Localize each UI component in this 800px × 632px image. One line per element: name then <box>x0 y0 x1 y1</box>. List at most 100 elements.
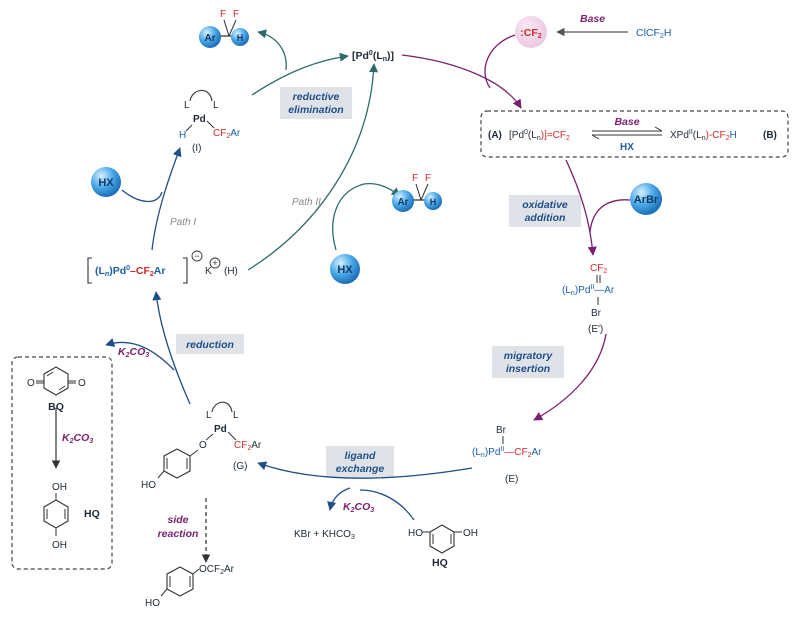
arcf2h-product-mid: F F Ar H <box>392 173 442 212</box>
eq-hx-label: HX <box>620 142 634 153</box>
arrow-cf2-join <box>484 34 516 89</box>
step-migratory-insertion-line1: migratory <box>504 350 554 362</box>
G-label: (G) <box>233 461 247 472</box>
h-label-mid: H <box>430 197 437 207</box>
step-migratory-insertion-line2: insertion <box>506 363 550 375</box>
I-ligand-right: L <box>213 100 219 111</box>
hq-side-oh-top: OH <box>52 482 67 493</box>
G-ligand-left: L <box>206 410 212 421</box>
hq-side-label: HQ <box>84 508 100 520</box>
G-pd: Pd <box>214 424 227 435</box>
step-reductive-elimination-line1: reductive <box>293 91 340 103</box>
H-counter-ion: K <box>205 266 212 277</box>
hq-structure-reagent: HO OH HQ <box>408 524 478 569</box>
step-box-oxidative-addition <box>509 195 581 227</box>
hx-label-1: HX <box>98 177 114 189</box>
step-oxidative-addition-line2: addition <box>525 212 566 224</box>
step-side-reaction-line1: side <box>167 514 188 526</box>
arrow-G-to-H <box>152 291 191 405</box>
hx-sphere-1: HX <box>91 167 121 197</box>
bq-oxygen-right: O <box>78 378 86 389</box>
bq-label: BQ <box>48 401 64 413</box>
Eprime-br: Br <box>591 308 602 319</box>
G-ligand-right: L <box>233 410 239 421</box>
ar-label-mid: Ar <box>397 197 408 208</box>
cf2-carbene-ball: :CF2 <box>515 16 547 48</box>
arrow-A-to-Eprime <box>565 159 597 256</box>
I-hydride: H <box>179 130 186 141</box>
side-ocf2ar: OCF2Ar <box>199 564 235 576</box>
arrow-I-to-pd0 <box>251 52 349 96</box>
path-ii-label: Path II <box>292 197 321 208</box>
I-ligand-left: L <box>184 100 190 111</box>
Eprime-pd: (Ln)PdII—Ar <box>562 284 615 297</box>
species-G: L L Pd CF2Ar O HO (G) <box>141 401 262 491</box>
arrow-hq-join <box>359 489 415 521</box>
step-box-reductive-elimination <box>280 87 352 119</box>
step-box-ligand-exchange <box>326 446 394 478</box>
E-br: Br <box>496 425 507 436</box>
step-reductive-elimination-line2: elimination <box>288 104 343 116</box>
species-A-formula: [Pd0(Ln)]=CF2 <box>509 129 570 142</box>
arbr-label: ArBr <box>634 194 659 206</box>
arrow-kbr-out <box>327 487 351 511</box>
species-E: Br (Ln)PdII—CF2Ar (E) <box>472 425 542 485</box>
f-atom-2: F <box>233 9 239 20</box>
arrow-re-product <box>257 29 287 71</box>
step-ligand-exchange-line2: exchange <box>336 463 385 475</box>
intermediate-box-ab <box>480 110 789 158</box>
eq-base-label: Base <box>614 116 639 128</box>
h-label-top: H <box>237 33 244 43</box>
G-oxygen: O <box>199 440 207 451</box>
arcf2h-product-top: F F Ar H <box>199 9 249 48</box>
side-box-bq-hq <box>11 356 113 570</box>
path-i-label: Path I <box>170 217 196 228</box>
f-atom-1: F <box>220 9 226 20</box>
k2co3-side-label: K2CO3 <box>62 432 93 445</box>
E-pd: (Ln)PdII—CF2Ar <box>472 446 542 459</box>
arbr-sphere: ArBr <box>630 183 662 215</box>
ar-label-top: Ar <box>204 33 215 44</box>
species-A-label: (A) <box>488 130 502 141</box>
side-hydroxy: HO <box>145 598 160 609</box>
cf2-carbene-label: :CF2 <box>520 27 542 40</box>
arrow-H-to-pd0-path-ii <box>247 63 379 271</box>
hq-reagent-oh: OH <box>463 528 478 539</box>
I-pd: Pd <box>193 114 206 125</box>
base-label-top: Base <box>580 13 605 25</box>
hq-side-oh-bottom: OH <box>52 540 67 551</box>
H-minus: − <box>194 251 199 261</box>
hx-label-2: HX <box>337 264 353 276</box>
kbr-khco3-label: KBr + KHCO3 <box>294 529 355 541</box>
arrow-H-to-I <box>151 147 182 251</box>
species-H: (Ln)Pd0–CF2Ar − K + (H) <box>87 250 238 284</box>
arrow-hx-path-ii <box>332 182 401 251</box>
Eprime-cf2: CF2 <box>590 263 607 275</box>
f-atom-3: F <box>412 173 418 184</box>
side-product-aryl-ether: OCF2Ar HO <box>145 564 235 609</box>
E-label: (E) <box>505 474 518 485</box>
hq-reagent-label: HQ <box>432 557 448 569</box>
species-B-formula: XPdII(Ln)-CF2H <box>670 129 737 142</box>
Eprime-label: (E') <box>588 324 603 335</box>
hx-sphere-2: HX <box>330 254 360 284</box>
pd0-catalyst: [Pd0(Ln)] <box>352 50 394 63</box>
species-Eprime: CF2 (Ln)PdII—Ar Br (E') <box>562 263 615 335</box>
clcf2h-label: ClCF2H <box>636 27 671 40</box>
arrow-arbr-join <box>589 199 631 233</box>
arrow-Eprime-to-E <box>533 333 607 421</box>
step-box-reduction <box>176 334 244 354</box>
arrow-hx-join-path-i <box>121 189 163 203</box>
G-hydroxy: HO <box>141 480 156 491</box>
bq-structure: O O BQ <box>27 366 86 413</box>
H-plus: + <box>212 258 217 268</box>
bq-oxygen-left: O <box>27 378 35 389</box>
step-reduction: reduction <box>186 339 234 351</box>
I-label: (I) <box>192 143 201 154</box>
step-side-reaction-line2: reaction <box>158 528 199 540</box>
I-cf2ar: CF2Ar <box>213 128 241 140</box>
H-label: (H) <box>224 266 238 277</box>
H-formula: (Ln)Pd0–CF2Ar <box>95 265 165 278</box>
k2co3-reduction-label: K2CO3 <box>118 346 149 359</box>
